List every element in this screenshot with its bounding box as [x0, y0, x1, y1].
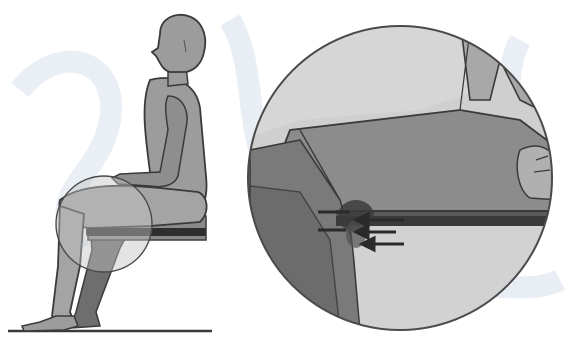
near-foot	[22, 316, 78, 331]
head	[152, 15, 205, 72]
magnified-hand	[517, 146, 560, 200]
magnifier-circle-small	[56, 176, 152, 272]
